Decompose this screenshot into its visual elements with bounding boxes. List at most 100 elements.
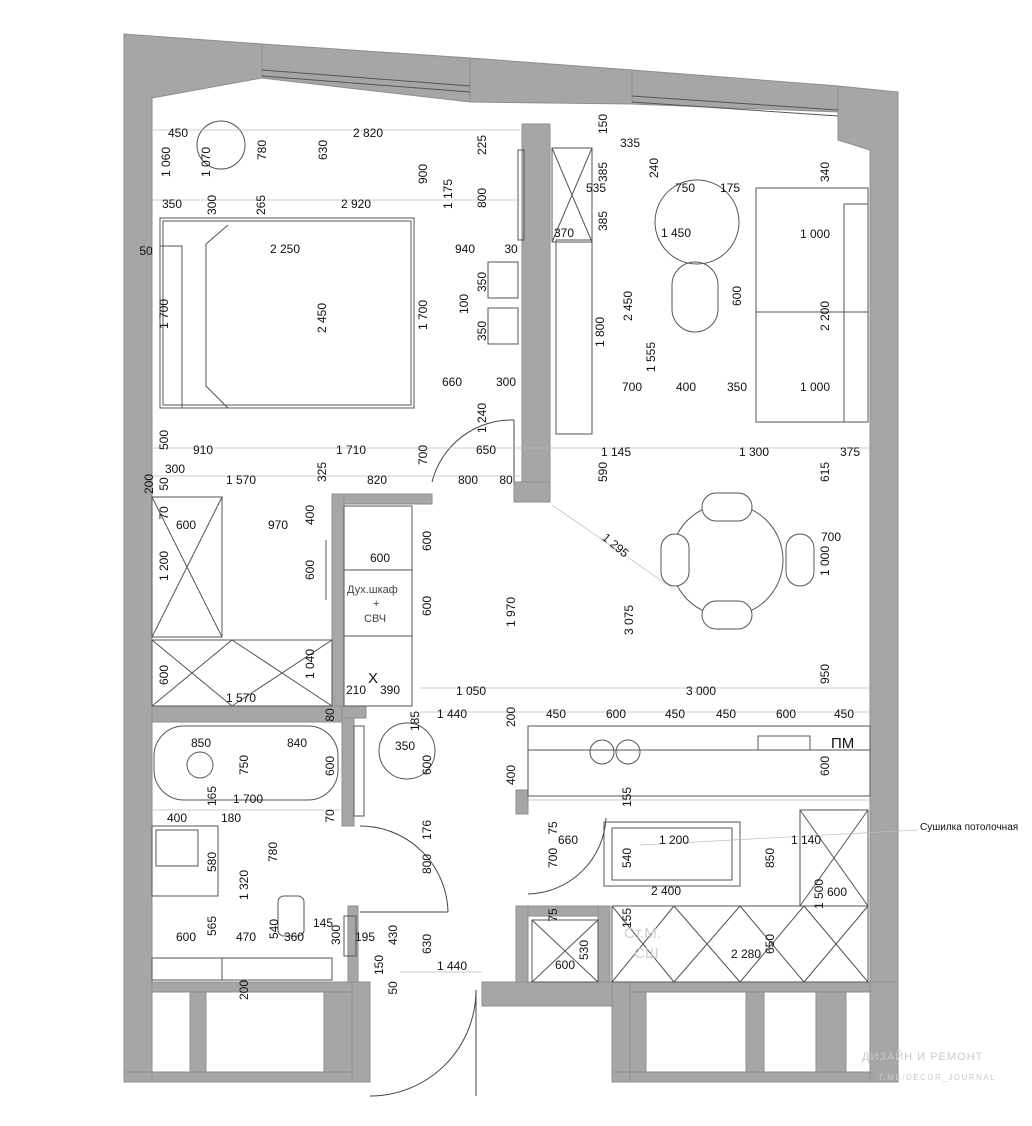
dryer-label: СШ — [634, 945, 659, 962]
dimension-label: 165 — [205, 786, 219, 806]
oven-microwave-label: СВЧ — [364, 613, 386, 625]
windows — [261, 69, 839, 117]
dimension-label: 630 — [420, 934, 434, 954]
dimension-label: 150 — [596, 114, 610, 134]
dimension-label: 660 — [442, 375, 462, 389]
dimension-label: 335 — [620, 136, 640, 150]
furniture — [151, 120, 871, 983]
dimension-label: 700 — [546, 848, 560, 868]
dimension-label: 1 710 — [336, 443, 366, 457]
dimension-label: 1 070 — [199, 147, 213, 177]
dimension-label: 600 — [606, 707, 626, 721]
dimension-label: 1 200 — [659, 833, 689, 847]
dimension-label: 1 140 — [791, 833, 821, 847]
dimension-label: 540 — [267, 919, 281, 939]
dimension-label: 535 — [586, 181, 606, 195]
dimension-label: 600 — [555, 958, 575, 972]
dimension-label: 700 — [622, 380, 642, 394]
dimension-label: 800 — [475, 188, 489, 208]
dimension-label: 350 — [727, 380, 747, 394]
dimension-label: 200 — [142, 474, 156, 494]
dimension-label: 390 — [380, 683, 400, 697]
dimension-label: 200 — [237, 980, 251, 1000]
dimension-label: 850 — [191, 736, 211, 750]
dimension-label: 80 — [323, 708, 337, 722]
dishwasher-label: ПМ — [831, 735, 854, 752]
dimension-label: 2 400 — [651, 884, 681, 898]
oven-label: Дух.шкаф — [347, 584, 398, 596]
dimension-label: 50 — [157, 477, 171, 491]
inner-walls — [151, 123, 611, 983]
dimension-label: 155 — [620, 787, 634, 807]
dimension-label: 600 — [176, 518, 196, 532]
dimension-label: 580 — [205, 852, 219, 872]
dimension-label: 1 555 — [644, 342, 658, 372]
dimension-label: 600 — [776, 707, 796, 721]
dimension-label: 400 — [504, 765, 518, 785]
dimension-label: 176 — [420, 820, 434, 840]
dimension-label: 700 — [416, 445, 430, 465]
dimension-label: 155 — [620, 908, 634, 928]
dimension-label: 400 — [676, 380, 696, 394]
dimension-label: 940 — [455, 242, 475, 256]
dimension-label: 450 — [168, 126, 188, 140]
dimension-label: 375 — [840, 445, 860, 459]
dimension-label: 300 — [205, 195, 219, 215]
dimension-label: 780 — [255, 140, 269, 160]
dimension-label: 1 295 — [600, 530, 632, 560]
dimension-label: 780 — [266, 842, 280, 862]
dimension-label: 1 570 — [226, 473, 256, 487]
dimension-label: 1 200 — [157, 551, 171, 581]
dimension-label: 2 820 — [353, 126, 383, 140]
dimension-label: 800 — [420, 854, 434, 874]
dimension-label: 300 — [496, 375, 516, 389]
dimension-label: 400 — [303, 505, 317, 525]
cross-mark: X — [368, 670, 378, 687]
dimension-label: 910 — [193, 443, 213, 457]
dimension-label: 350 — [395, 739, 415, 753]
dimension-label: 660 — [558, 833, 578, 847]
dimension-label: 75 — [546, 821, 560, 835]
dimension-label: 150 — [372, 955, 386, 975]
dimension-label: 850 — [763, 848, 777, 868]
dimension-label: 450 — [834, 707, 854, 721]
dimension-label: 450 — [716, 707, 736, 721]
dimension-label: 210 — [346, 683, 366, 697]
dimension-label: 360 — [284, 930, 304, 944]
dimension-label: 1 500 — [812, 879, 826, 909]
dimension-label: 225 — [475, 135, 489, 155]
dimension-label: 600 — [176, 930, 196, 944]
dimension-label: 450 — [665, 707, 685, 721]
dimension-label: 240 — [647, 158, 661, 178]
dimension-label: 600 — [157, 665, 171, 685]
dimension-label: 1 040 — [303, 649, 317, 679]
dimension-label: 200 — [504, 707, 518, 727]
dimension-label: 350 — [475, 321, 489, 341]
dimension-label: 195 — [355, 930, 375, 944]
dimension-label: 750 — [675, 181, 695, 195]
dimension-label: 650 — [476, 443, 496, 457]
dimension-label: 600 — [420, 755, 434, 775]
dimension-label: 900 — [416, 164, 430, 184]
dimension-label: 2 280 — [731, 947, 761, 961]
dimension-label: 600 — [420, 531, 434, 551]
dimension-label: 340 — [818, 162, 832, 182]
dimension-label: 300 — [329, 925, 343, 945]
dimension-label: 1 440 — [437, 707, 467, 721]
dimension-label: 1 145 — [601, 445, 631, 459]
dimension-label: 50 — [139, 244, 153, 258]
dimension-label: 600 — [730, 286, 744, 306]
dimension-label: 1 320 — [237, 870, 251, 900]
dimension-label: 1 570 — [226, 691, 256, 705]
dimension-label: 600 — [818, 756, 832, 776]
dimension-label: 700 — [821, 530, 841, 544]
oven-plus-label: + — [373, 598, 379, 610]
dimension-label: 370 — [554, 226, 574, 240]
dimension-label: 185 — [408, 711, 422, 731]
dimension-label: 1 700 — [233, 792, 263, 806]
dimension-label: 630 — [316, 140, 330, 160]
text-labels: Дух.шкаф + СВЧ X ПМ Сушилка потолочная С… — [347, 584, 1018, 1082]
dimension-label: 750 — [237, 755, 251, 775]
dimension-label: 30 — [504, 242, 518, 256]
